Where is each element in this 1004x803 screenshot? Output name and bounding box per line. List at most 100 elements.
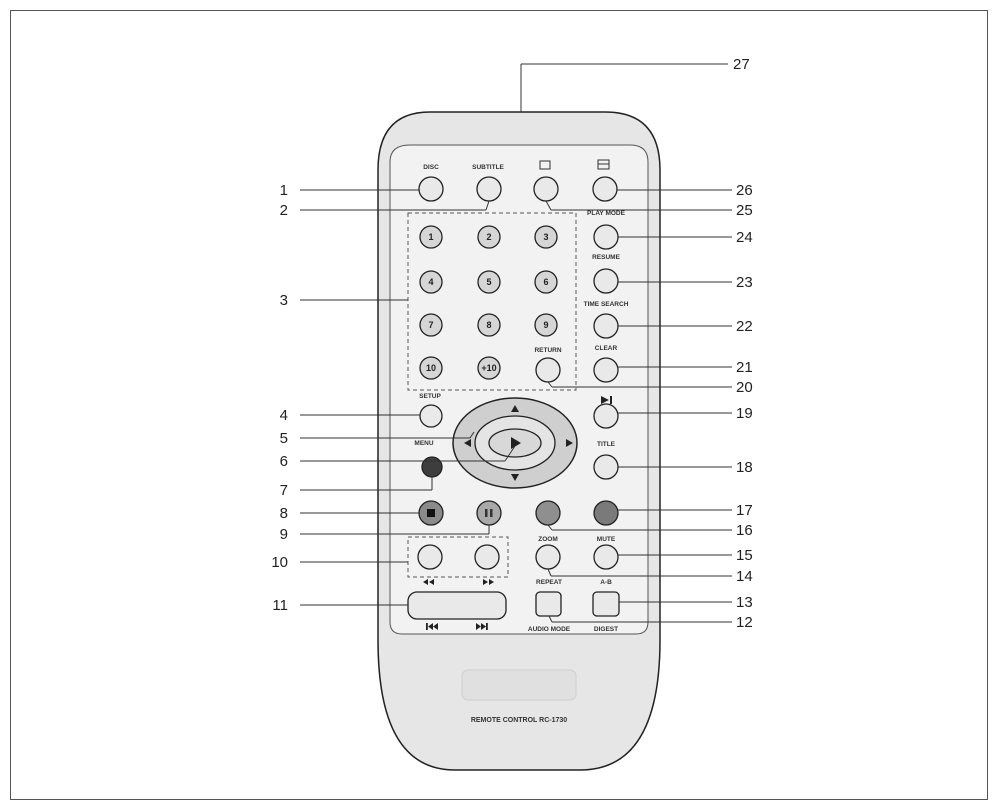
clear-button[interactable]	[593, 357, 619, 383]
up-arrow-icon	[511, 405, 519, 412]
label-audio-mode: AUDIO MODE	[528, 626, 571, 633]
remote-bottom-recess	[461, 669, 577, 701]
callout-10: 10	[271, 554, 288, 571]
callout-9: 9	[280, 526, 288, 543]
display-button[interactable]	[592, 176, 618, 202]
callout-26: 26	[736, 182, 753, 199]
label-mute: MUTE	[597, 536, 616, 543]
label-setup: SETUP	[419, 393, 441, 400]
callout-4: 4	[280, 407, 288, 424]
label-title: TITLE	[597, 441, 616, 448]
power-button[interactable]	[421, 456, 443, 478]
callout-18: 18	[736, 459, 753, 476]
callout-11: 11	[272, 597, 288, 614]
number-key-10[interactable]	[419, 356, 443, 380]
number-key-2[interactable]	[477, 225, 501, 249]
step-button[interactable]	[593, 403, 619, 429]
play-mode-button[interactable]	[593, 224, 619, 250]
color-button-17[interactable]	[593, 500, 619, 526]
pause-icon	[485, 509, 493, 517]
step-icon	[601, 396, 609, 404]
label-zoom: ZOOM	[538, 536, 558, 543]
callout-1: 1	[280, 182, 288, 199]
skip-back-icon	[426, 623, 438, 630]
number-key-label-3: 3	[543, 232, 548, 242]
number-key-label-5: 5	[486, 277, 491, 287]
left-callout-lines	[300, 189, 516, 606]
label-menu: MENU	[414, 440, 433, 447]
number-key-1[interactable]	[419, 225, 443, 249]
right-callout-lines	[545, 189, 732, 623]
rewind-icon	[423, 579, 434, 585]
callout-27: 27	[733, 56, 750, 73]
skip-forward-icon	[476, 623, 488, 630]
disc-button[interactable]	[418, 176, 444, 202]
number-key-label-2: 2	[486, 232, 491, 242]
zoom-button[interactable]	[535, 544, 561, 570]
number-key-9[interactable]	[534, 313, 558, 337]
callout-8: 8	[280, 505, 288, 522]
label-play-mode: PLAY MODE	[587, 210, 626, 217]
callout-20: 20	[736, 379, 753, 396]
label-disc: DISC	[423, 164, 439, 171]
label-time-search: TIME SEARCH	[584, 301, 629, 308]
setup-button[interactable]	[419, 404, 443, 428]
label-repeat: REPEAT	[536, 579, 562, 586]
callout-23: 23	[736, 274, 753, 291]
number-key-label-8: 8	[486, 320, 491, 330]
skip-rocker-button[interactable]	[407, 591, 507, 620]
number-key-4[interactable]	[419, 270, 443, 294]
figure-frame	[10, 10, 988, 800]
play-icon	[511, 437, 521, 449]
callout-22: 22	[736, 318, 753, 335]
search-forward-button[interactable]	[474, 544, 500, 570]
label-clear: CLEAR	[595, 345, 618, 352]
pause-button[interactable]	[476, 500, 502, 526]
callout-14: 14	[736, 568, 753, 585]
callout-16: 16	[736, 522, 753, 539]
callout-6: 6	[280, 453, 288, 470]
search-back-button[interactable]	[417, 544, 443, 570]
left-arrow-icon	[464, 439, 471, 447]
number-key-label-plus10: +10	[481, 363, 496, 373]
number-key-6[interactable]	[534, 270, 558, 294]
fast-forward-icon	[483, 579, 494, 585]
time-search-button[interactable]	[593, 313, 619, 339]
angle-button[interactable]	[533, 176, 559, 202]
number-key-label-1: 1	[428, 232, 433, 242]
title-button[interactable]	[593, 454, 619, 480]
number-key-3[interactable]	[534, 225, 558, 249]
callout-15: 15	[736, 547, 753, 564]
number-key-label-9: 9	[543, 320, 548, 330]
callout-5: 5	[280, 430, 288, 447]
digest-button[interactable]	[592, 591, 620, 617]
display-icon	[597, 159, 610, 170]
number-key-label-6: 6	[543, 277, 548, 287]
return-button[interactable]	[535, 357, 561, 383]
label-digest: DIGEST	[594, 626, 618, 633]
callout-3: 3	[280, 292, 288, 309]
stop-icon	[427, 509, 435, 517]
callout-21: 21	[736, 359, 753, 376]
number-key-7[interactable]	[419, 313, 443, 337]
mute-button[interactable]	[593, 544, 619, 570]
audio-mode-button[interactable]	[535, 591, 562, 617]
remote-model-caption: REMOTE CONTROL RC-1730	[471, 717, 567, 724]
step-icon-bar	[610, 396, 612, 404]
number-key-label-7: 7	[428, 320, 433, 330]
label-return: RETURN	[534, 347, 561, 354]
callout-13: 13	[736, 594, 753, 611]
number-key-8[interactable]	[477, 313, 501, 337]
number-key-5[interactable]	[477, 270, 501, 294]
number-key-plus10[interactable]	[477, 356, 501, 380]
callout-25: 25	[736, 202, 753, 219]
callout-17: 17	[736, 502, 753, 519]
label-resume: RESUME	[592, 254, 620, 261]
number-key-label-10: 10	[426, 363, 436, 373]
skip-buttons-dashed-box	[407, 536, 509, 578]
subtitle-button[interactable]	[476, 176, 502, 202]
resume-button[interactable]	[593, 268, 619, 294]
right-arrow-icon	[566, 439, 573, 447]
zoom-color-button[interactable]	[535, 500, 561, 526]
